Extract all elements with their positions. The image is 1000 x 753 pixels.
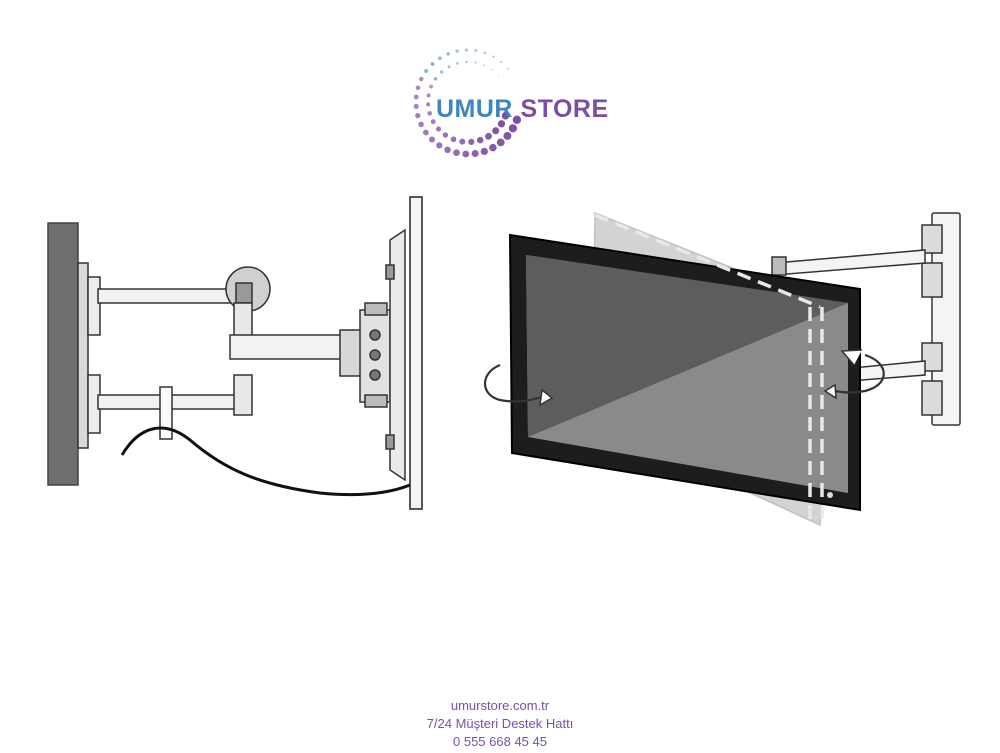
footer-support-label: 7/24 Müşteri Destek Hattı — [426, 716, 574, 731]
swivel-tv-mount-icon — [484, 211, 961, 527]
footer-website[interactable]: umurstore.com.tr — [450, 698, 550, 713]
footer-phone[interactable]: 0 555 668 45 45 — [453, 734, 547, 749]
brand-name-part2: STORE — [520, 95, 609, 123]
footer: umurstore.com.tr 7/24 Müşteri Destek Hat… — [0, 697, 1000, 751]
brand-logo-text: UMUR STORE — [436, 95, 609, 124]
side-view-articulating-mount-icon — [47, 196, 423, 510]
brand-logo-ring-icon — [413, 48, 522, 158]
brand-name-part1: UMUR — [436, 95, 513, 123]
